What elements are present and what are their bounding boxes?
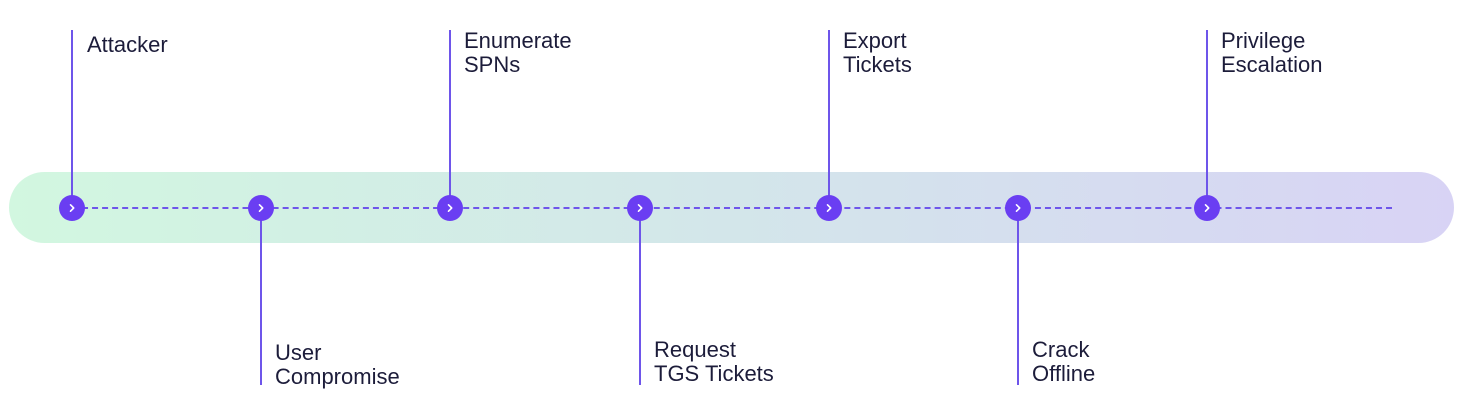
step-label-line: SPNs xyxy=(464,52,521,77)
step-node-enumerate-spns xyxy=(437,195,463,221)
step-stem-crack-offline xyxy=(1017,208,1019,385)
chevron-right-icon xyxy=(258,204,264,212)
step-label-line: Request xyxy=(654,337,736,362)
step-label-privilege-escalation: Privilege Escalation xyxy=(1221,29,1323,77)
step-label-line: Enumerate xyxy=(464,28,572,53)
step-label-line: Tickets xyxy=(843,52,912,77)
step-label-export-tickets: Export Tickets xyxy=(843,29,912,77)
step-node-privilege-escalation xyxy=(1194,195,1220,221)
step-stem-privilege-escalation xyxy=(1206,30,1208,207)
chevron-right-icon xyxy=(826,204,832,212)
step-node-attacker xyxy=(59,195,85,221)
step-stem-export-tickets xyxy=(828,30,830,207)
chevron-right-icon xyxy=(1015,204,1021,212)
step-node-request-tgs-tickets xyxy=(627,195,653,221)
step-stem-user-compromise xyxy=(260,208,262,385)
step-node-user-compromise xyxy=(248,195,274,221)
step-label-request-tgs-tickets: Request TGS Tickets xyxy=(654,338,774,386)
step-label-line: TGS Tickets xyxy=(654,361,774,386)
chevron-right-icon xyxy=(1204,204,1210,212)
step-stem-attacker xyxy=(71,30,73,207)
chevron-right-icon xyxy=(637,204,643,212)
step-label-enumerate-spns: Enumerate SPNs xyxy=(464,29,572,77)
step-label-user-compromise: User Compromise xyxy=(275,341,400,389)
step-label-line: Offline xyxy=(1032,361,1096,386)
step-label-line: Escalation xyxy=(1221,52,1323,77)
step-node-export-tickets xyxy=(816,195,842,221)
step-label-line: Export xyxy=(843,28,907,53)
step-label-line: Crack xyxy=(1032,337,1090,362)
step-label-line: Attacker xyxy=(87,32,168,57)
step-label-attacker: Attacker xyxy=(87,33,168,57)
step-label-line: Compromise xyxy=(275,364,400,389)
step-stem-enumerate-spns xyxy=(449,30,451,207)
step-node-crack-offline xyxy=(1005,195,1031,221)
step-label-line: Privilege xyxy=(1221,28,1306,53)
chevron-right-icon xyxy=(69,204,75,212)
step-label-line: User xyxy=(275,340,322,365)
step-stem-request-tgs-tickets xyxy=(639,208,641,385)
timeline-dotted-line xyxy=(72,207,1392,209)
chevron-right-icon xyxy=(447,204,453,212)
step-label-crack-offline: Crack Offline xyxy=(1032,338,1095,386)
